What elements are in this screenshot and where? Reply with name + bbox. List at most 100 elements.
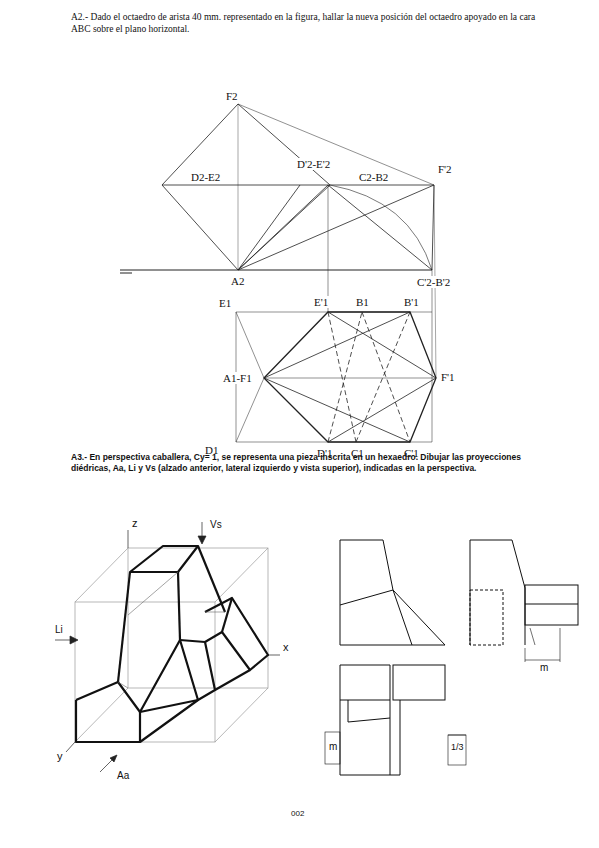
orthographic-views bbox=[340, 540, 445, 645]
orthographic-views bbox=[393, 590, 412, 645]
octahedron-front-view bbox=[328, 185, 432, 270]
view-arrow-label: Vs bbox=[209, 519, 223, 530]
octahedron-front-view bbox=[238, 185, 328, 270]
view-arrow-label: Li bbox=[54, 624, 64, 635]
octahedron-top-view bbox=[264, 378, 410, 442]
cavalier-cube bbox=[128, 530, 129, 548]
orthographic-views bbox=[340, 590, 393, 605]
octahedron-top-view bbox=[362, 312, 410, 442]
octahedron-front-view bbox=[120, 270, 432, 271]
orthographic-views bbox=[390, 665, 391, 700]
octahedron-top-view bbox=[236, 312, 264, 378]
octahedron-front-view bbox=[162, 185, 434, 186]
cavalier-cube bbox=[215, 548, 268, 602]
piece-thin-edges bbox=[118, 572, 225, 688]
axis-label: y bbox=[56, 750, 64, 762]
piece-perspective bbox=[140, 700, 198, 712]
octahedron-top-view bbox=[236, 378, 264, 442]
cavalier-cube bbox=[55, 522, 280, 772]
piece-thin-edges bbox=[128, 572, 178, 615]
point-label: B1 bbox=[355, 296, 370, 308]
point-label: A2 bbox=[230, 275, 245, 287]
octahedron-top-view bbox=[328, 378, 436, 442]
piece-perspective bbox=[222, 598, 232, 632]
point-label: F'1 bbox=[440, 371, 456, 383]
dimension-label: 1/3 bbox=[450, 743, 465, 753]
octahedron-front-view bbox=[330, 185, 432, 270]
orthographic-views bbox=[348, 700, 349, 722]
octahedron-top-view bbox=[432, 312, 433, 442]
orthographic-views bbox=[400, 700, 401, 775]
piece-perspective bbox=[198, 546, 225, 612]
cavalier-cube bbox=[75, 548, 128, 602]
octahedron-front-view bbox=[238, 185, 300, 270]
orthographic-views bbox=[448, 735, 466, 736]
dimension-label: m bbox=[328, 741, 338, 752]
orthographic-views bbox=[325, 732, 340, 764]
cavalier-cube bbox=[198, 536, 206, 544]
cavalier-cube bbox=[128, 548, 268, 688]
cavalier-cube bbox=[110, 755, 117, 762]
cavalier-cube bbox=[70, 636, 78, 644]
dimension-label: m bbox=[539, 662, 549, 673]
piece-perspective bbox=[118, 572, 130, 682]
octahedron-top-view bbox=[264, 312, 436, 442]
octahedron-front-view bbox=[162, 104, 330, 270]
cavalier-cube bbox=[66, 742, 75, 752]
orthographic-views bbox=[525, 660, 560, 661]
orthographic-views bbox=[340, 775, 400, 776]
point-label: F'2 bbox=[437, 163, 453, 175]
point-label: C2-B2 bbox=[358, 171, 389, 183]
piece-perspective bbox=[180, 640, 215, 700]
octahedron-top-view bbox=[264, 312, 410, 378]
point-label: D2-E2 bbox=[190, 171, 221, 183]
orthographic-views bbox=[470, 540, 525, 645]
cavalier-cube bbox=[75, 602, 215, 742]
orthographic-views bbox=[390, 700, 391, 775]
octahedron-top-view bbox=[328, 312, 362, 442]
octahedron-front-view bbox=[432, 185, 434, 270]
piece-perspective bbox=[140, 640, 198, 742]
point-label: B'1 bbox=[403, 296, 420, 308]
octahedron-front-view bbox=[238, 104, 239, 270]
point-label: C'2-B'2 bbox=[416, 276, 451, 288]
point-label: F2 bbox=[225, 90, 239, 102]
orthographic-views bbox=[560, 628, 561, 662]
piece-perspective bbox=[178, 572, 180, 640]
cavalier-cube bbox=[268, 655, 280, 656]
orthographic-views bbox=[348, 718, 390, 722]
octahedron-top-view bbox=[328, 312, 436, 378]
orthographic-views bbox=[393, 665, 445, 700]
piece-perspective bbox=[130, 546, 198, 572]
axis-label: z bbox=[131, 517, 139, 529]
piece-perspective bbox=[76, 546, 268, 742]
octahedron-front-view bbox=[238, 185, 434, 270]
octahedron-top-view bbox=[236, 312, 436, 442]
exercise-statement: A3.- En perspectiva caballera, Cy= 1, se… bbox=[70, 452, 552, 473]
piece-perspective bbox=[76, 700, 140, 742]
orthographic-views bbox=[340, 665, 390, 666]
octahedron-front-view bbox=[120, 104, 436, 378]
exercise-statement: A2.- Dado el octaedro de arista 40 mm. r… bbox=[70, 12, 542, 36]
axis-label: x bbox=[282, 641, 290, 653]
orthographic-views bbox=[525, 604, 578, 605]
orthographic-views bbox=[530, 628, 535, 645]
piece-perspective bbox=[205, 598, 268, 670]
octahedron-front-view bbox=[238, 104, 434, 185]
octahedron-front-view bbox=[120, 273, 132, 274]
orthographic-views bbox=[525, 585, 578, 625]
orthographic-views bbox=[470, 590, 503, 645]
piece-perspective bbox=[215, 670, 250, 690]
orthographic-views bbox=[448, 735, 466, 765]
orthographic-views bbox=[325, 540, 578, 775]
point-label: E1 bbox=[218, 297, 232, 309]
piece-perspective bbox=[76, 640, 180, 712]
octahedron-front-view bbox=[328, 185, 329, 312]
page-number: 002 bbox=[290, 810, 305, 819]
point-label: A1-F1 bbox=[222, 372, 253, 384]
octahedron-top-view bbox=[328, 312, 356, 442]
point-label: E'1 bbox=[313, 296, 329, 308]
octahedron-top-view bbox=[356, 312, 410, 442]
view-arrow-label: Aa bbox=[116, 770, 130, 781]
